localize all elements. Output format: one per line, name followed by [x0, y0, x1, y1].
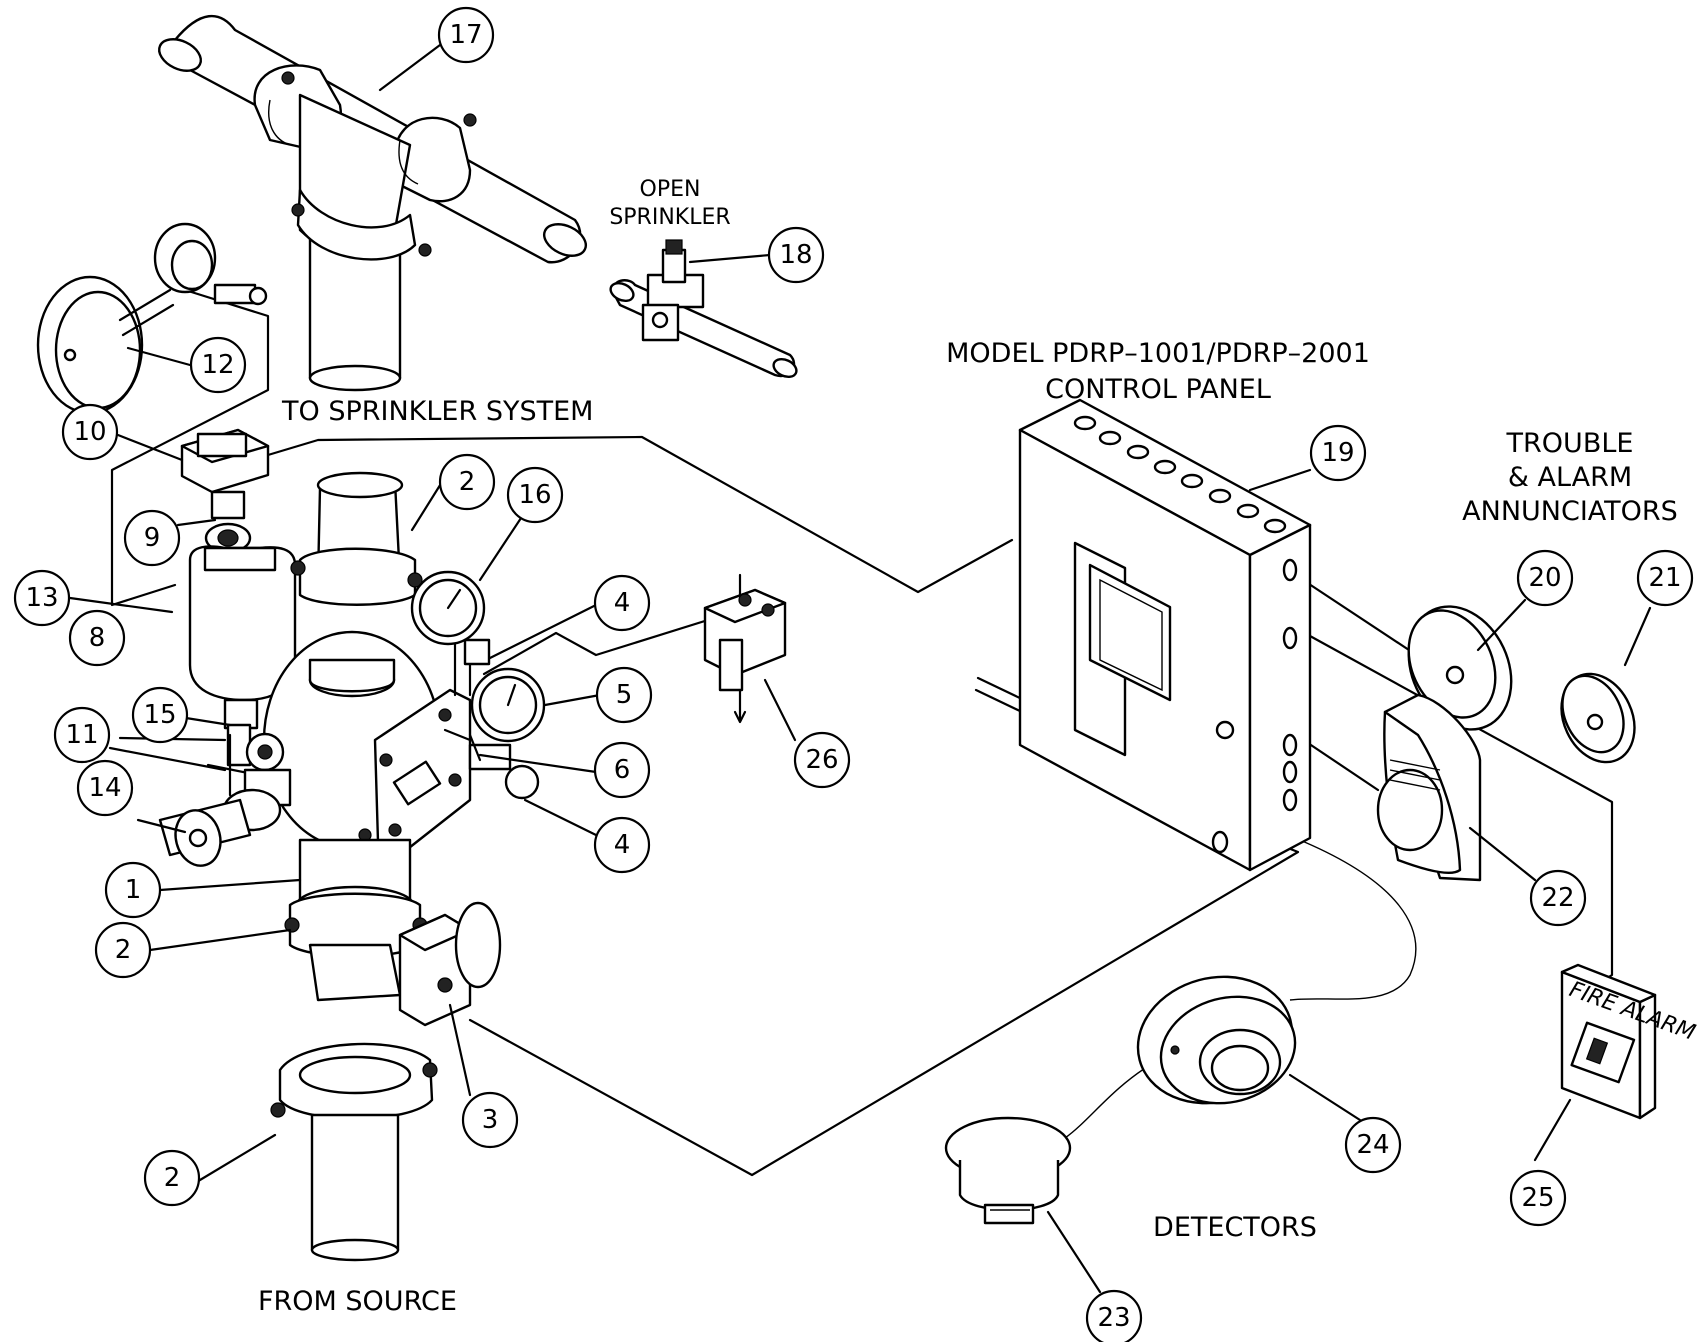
control-panel-label: CONTROL PANEL: [1045, 374, 1271, 405]
svg-text:22: 22: [1541, 883, 1574, 913]
accumulator-chamber: [188, 545, 297, 730]
svg-text:17: 17: [449, 20, 482, 50]
pressure-switch: [180, 428, 270, 554]
callout-16: 16: [506, 466, 564, 524]
control-panel: [1018, 398, 1312, 872]
svg-text:12: 12: [201, 350, 234, 380]
callout-8: 8: [68, 609, 126, 667]
svg-text:26: 26: [805, 745, 838, 775]
svg-text:23: 23: [1097, 1303, 1130, 1333]
callout-1: 1: [104, 861, 162, 919]
svg-text:4: 4: [614, 830, 631, 860]
svg-text:21: 21: [1648, 563, 1681, 593]
svg-text:2: 2: [459, 467, 476, 497]
water-motor-alarm: [36, 222, 268, 415]
callout-6: 6: [593, 741, 651, 799]
to-sprinkler-system-label: TO SPRINKLER SYSTEM: [281, 396, 593, 427]
callout-9: 9: [123, 509, 181, 567]
callout-17: 17: [437, 6, 495, 64]
svg-text:2: 2: [164, 1163, 181, 1193]
svg-text:14: 14: [88, 773, 121, 803]
svg-text:15: 15: [143, 700, 176, 730]
callout-10: 10: [61, 403, 119, 461]
callout-25: 25: [1509, 1169, 1567, 1227]
svg-text:6: 6: [614, 755, 631, 785]
from-source-label: FROM SOURCE: [258, 1286, 457, 1317]
svg-text:16: 16: [518, 480, 551, 510]
callout-14: 14: [76, 759, 134, 817]
svg-text:8: 8: [89, 623, 106, 653]
solenoid-valve: [703, 588, 787, 724]
riser-tee-assembly: [158, 15, 587, 392]
svg-text:1: 1: [125, 875, 142, 905]
svg-text:18: 18: [779, 240, 812, 270]
svg-text:2: 2: [115, 935, 132, 965]
svg-text:13: 13: [25, 583, 58, 613]
callout-11: 11: [53, 706, 111, 764]
svg-text:24: 24: [1356, 1130, 1389, 1160]
open-sprinkler-label-line2: SPRINKLER: [609, 205, 730, 230]
callout-4-lower: 4: [593, 816, 651, 874]
annunciators-label-line2: & ALARM: [1508, 462, 1632, 493]
wire-pressure-switch-loop: [110, 288, 270, 607]
annunciators-label-line3: ANNUNCIATORS: [1462, 496, 1678, 527]
control-panel-model-label: MODEL PDRP–1001/PDRP–2001: [946, 338, 1370, 369]
horn-strobe: [1376, 693, 1482, 882]
smoke-detector: [1136, 975, 1297, 1105]
callout-15: 15: [131, 686, 189, 744]
svg-text:25: 25: [1521, 1183, 1554, 1213]
svg-text:19: 19: [1321, 438, 1354, 468]
callout-4-upper: 4: [593, 574, 651, 632]
detectors-label: DETECTORS: [1153, 1212, 1317, 1243]
svg-text:3: 3: [482, 1105, 499, 1135]
supply-pipe: [270, 1042, 438, 1262]
annunciators: [1407, 605, 1636, 764]
manual-pull-station: FIRE ALARM: [1560, 963, 1698, 1120]
callout-21: 21: [1636, 549, 1694, 607]
open-sprinkler: [609, 239, 798, 379]
svg-text:5: 5: [616, 680, 633, 710]
callout-26: 26: [793, 731, 851, 789]
heat-detector: [944, 1116, 1072, 1225]
callout-2-bottom: 2: [143, 1149, 201, 1207]
svg-text:9: 9: [144, 523, 161, 553]
callout-3: 3: [461, 1091, 519, 1149]
svg-text:20: 20: [1528, 563, 1561, 593]
open-sprinkler-label-line1: OPEN: [640, 177, 701, 202]
callout-2-mid: 2: [94, 921, 152, 979]
callout-5: 5: [595, 666, 653, 724]
annunciators-label-line1: TROUBLE: [1506, 428, 1634, 459]
callout-23: 23: [1085, 1289, 1143, 1342]
callout-2-top: 2: [438, 453, 496, 511]
callout-19: 19: [1309, 424, 1367, 482]
callout-20: 20: [1516, 549, 1574, 607]
deluge-valve-body: [158, 471, 546, 1027]
text-labels: TO SPRINKLER SYSTEM FROM SOURCE OPEN SPR…: [258, 177, 1678, 1317]
callout-13: 13: [13, 569, 71, 627]
callout-22: 22: [1529, 869, 1587, 927]
svg-text:4: 4: [614, 588, 631, 618]
svg-text:10: 10: [73, 417, 106, 447]
callout-24: 24: [1344, 1116, 1402, 1174]
svg-text:11: 11: [65, 720, 98, 750]
callouts: 17 18 12 10 9 2 16 13 4 8 5 15 11 6 14 4…: [13, 6, 1694, 1342]
callout-18: 18: [767, 226, 825, 284]
wire-switch-to-panel: [266, 435, 1014, 594]
callout-12: 12: [189, 336, 247, 394]
